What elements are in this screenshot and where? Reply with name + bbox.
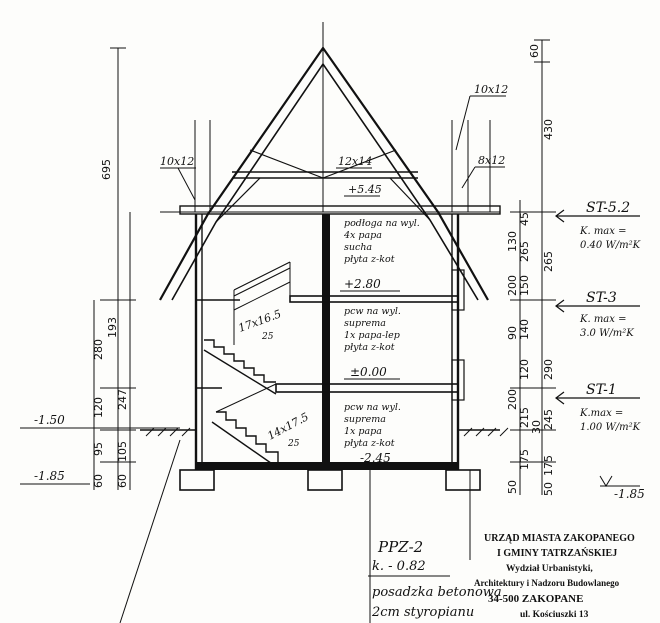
official-stamp: URZĄD MIASTA ZAKOPANEGO I GMINY TATRZAŃS… [474,533,635,620]
callout-st52-value: 0.40 W/m²K [580,240,641,251]
dim-outer-2: 290 [542,359,555,380]
ceiling-callouts: ST-5.2 K. max = 0.40 W/m²K ST-3 K. max =… [555,200,641,433]
middle-note-2: suprema [344,318,386,329]
dim-left-5: 60 [92,474,105,488]
building-section [179,214,481,491]
dim-inner-10: 175 [518,449,531,470]
dim-left-6: 105 [116,441,129,462]
roof-level-label: +5.45 [348,183,382,196]
callout-st52-id: ST-5.2 [586,200,630,216]
note-ppz: PPZ-2 [377,538,423,556]
stairs: 17x16.5 25 14x17.5 25 [203,261,311,469]
upper-note-3: sucha [344,242,372,253]
level-ground-left: -1.50 [34,413,65,427]
dim-left-4: 95 [92,442,105,456]
note-leaders [119,439,471,623]
lower-note-2: suprema [344,414,386,425]
callout-st3-value: 3.0 W/m²K [580,328,634,339]
stamp-line-4: Architektury i Nadzoru Budowlanego [474,578,620,588]
dim-inner-2: 130 [506,231,519,252]
dim-inner-5: 140 [518,319,531,340]
callout-st1-id: ST-1 [586,382,617,398]
right-dimensions: 60 430 45 265 130 150 200 140 90 120 200… [506,39,556,496]
dim-inner-6: 90 [506,326,519,340]
dim-inner-3: 150 [518,275,531,296]
left-dimensions: 695 193 280 247 120 95 60 105 60 [92,47,136,490]
bottom-notes: PPZ-2 k. - 0.82 posadzka betonowa 2cm st… [368,538,502,620]
stamp-line-6: ul. Kościuszki 13 [520,610,589,620]
dim-left-1: 280 [92,339,105,360]
level-upper: +2.80 [344,277,381,291]
dim-inner-1: 265 [518,241,531,262]
middle-note-1: pcw na wyl. [344,306,401,317]
roof-labels: 10x12 10x12 12x14 8x12 +5.45 [160,83,508,201]
stamp-line-2: I GMINY TATRZAŃSKIEJ [497,547,617,559]
dim-left-0: 193 [106,317,119,338]
dim-outer-3: 245 [542,409,555,430]
lower-note-1: pcw na wyl. [344,402,401,413]
note-floor1: posadzka betonowa [372,585,502,600]
room-notes: podłoga na wyl. 4x papa sucha płyta z-ko… [343,218,420,449]
note-floor2: 2cm styropianu [371,605,474,620]
dim-outer-6: 50 [542,482,555,496]
note-kvalue: k. - 0.82 [372,559,426,574]
dim-inner-11: 50 [506,480,519,494]
dim-ridge: 430 [542,119,555,140]
dim-left-7: 60 [116,474,129,488]
rafter-right-label: 10x12 [474,83,508,96]
dim-left-2: 247 [116,389,129,410]
dim-outer-4: 30 [530,420,543,434]
dim-inner-7: 120 [518,359,531,380]
overall-height: 695 [100,159,113,180]
callout-st52-kmax: K. max = [579,226,626,237]
callout-st1-kmax: K.max = [579,408,623,419]
middle-note-4: płyta z-kot [344,342,395,353]
dim-inner-8: 200 [506,389,519,410]
level-basement: -2.45 [360,451,391,465]
upper-note-4: płyta z-kot [344,254,395,265]
beam-right-label: 8x12 [478,154,505,167]
upper-flight-count: 25 [261,332,274,342]
dim-inner-0: 45 [518,212,531,226]
stamp-line-1: URZĄD MIASTA ZAKOPANEGO [484,533,635,544]
callout-st1-value: 1.00 W/m²K [580,422,641,433]
stamp-line-3: Wydział Urbanistyki, [506,564,593,574]
level-foundation-right: -1.85 [614,487,645,501]
level-zero: ±0.00 [350,365,387,379]
dim-inner-9: 215 [518,407,531,428]
middle-note-3: 1x papa-lep [344,330,400,341]
lower-note-4: płyta z-kot [344,438,395,449]
lower-note-3: 1x papa [344,426,382,437]
rafter-left-label: 10x12 [160,155,194,168]
dim-top: 60 [528,44,541,58]
dim-outer-1: 265 [542,251,555,272]
lower-flight-count: 25 [287,439,300,449]
level-foundation-left: -1.85 [34,469,65,483]
callout-st3-kmax: K. max = [579,314,626,325]
dim-outer-5: 175 [542,455,555,476]
upper-flight-label: 17x16.5 [237,307,283,335]
stamp-line-5: 34-500 ZAKOPANE [488,593,583,605]
lower-flight-label: 14x17.5 [265,410,311,442]
beam-label: 12x14 [338,155,372,168]
level-marks: +2.80 ±0.00 -2.45 -1.50 -1.85 -1.85 [20,277,645,501]
dim-left-3: 120 [92,397,105,418]
callout-st3-id: ST-3 [586,290,617,306]
upper-note-2: 4x papa [343,230,382,241]
upper-note-1: podłoga na wyl. [344,218,420,229]
dim-inner-4: 200 [506,275,519,296]
